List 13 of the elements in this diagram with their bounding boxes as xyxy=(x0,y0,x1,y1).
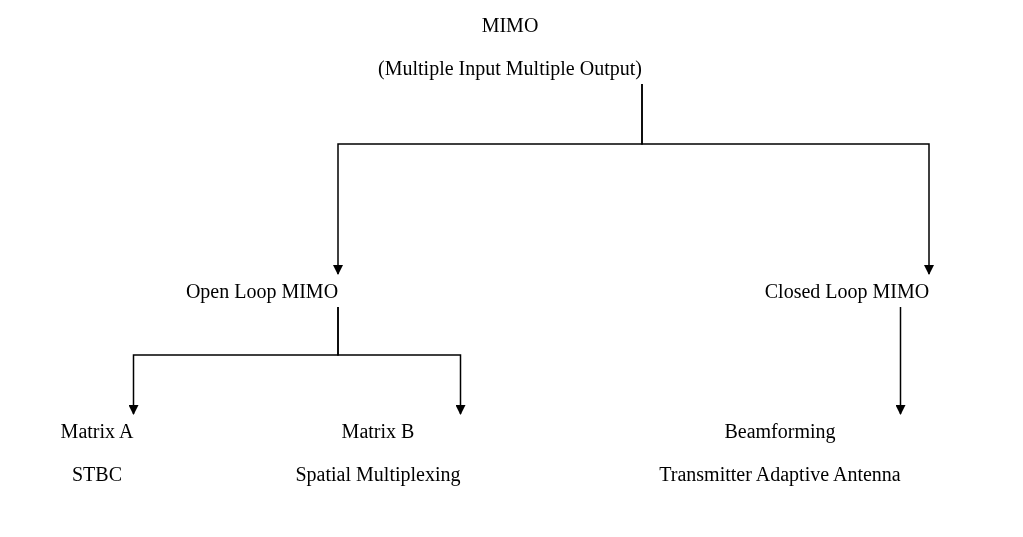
node-label: (Multiple Input Multiple Output) xyxy=(378,57,642,80)
node-label: Closed Loop MIMO xyxy=(764,280,930,303)
arrow xyxy=(337,306,466,415)
node-label: MIMO xyxy=(481,14,539,37)
node-label: Matrix A xyxy=(60,420,134,443)
arrow xyxy=(641,83,934,275)
node-label: STBC xyxy=(72,463,122,486)
node-label: Spatial Multiplexing xyxy=(295,463,461,486)
node-label: Beamforming xyxy=(724,420,836,443)
node-label: Matrix B xyxy=(341,420,415,443)
node-label: Open Loop MIMO xyxy=(185,280,339,303)
node-label: Transmitter Adaptive Antenna xyxy=(659,463,901,486)
arrow xyxy=(895,306,906,415)
